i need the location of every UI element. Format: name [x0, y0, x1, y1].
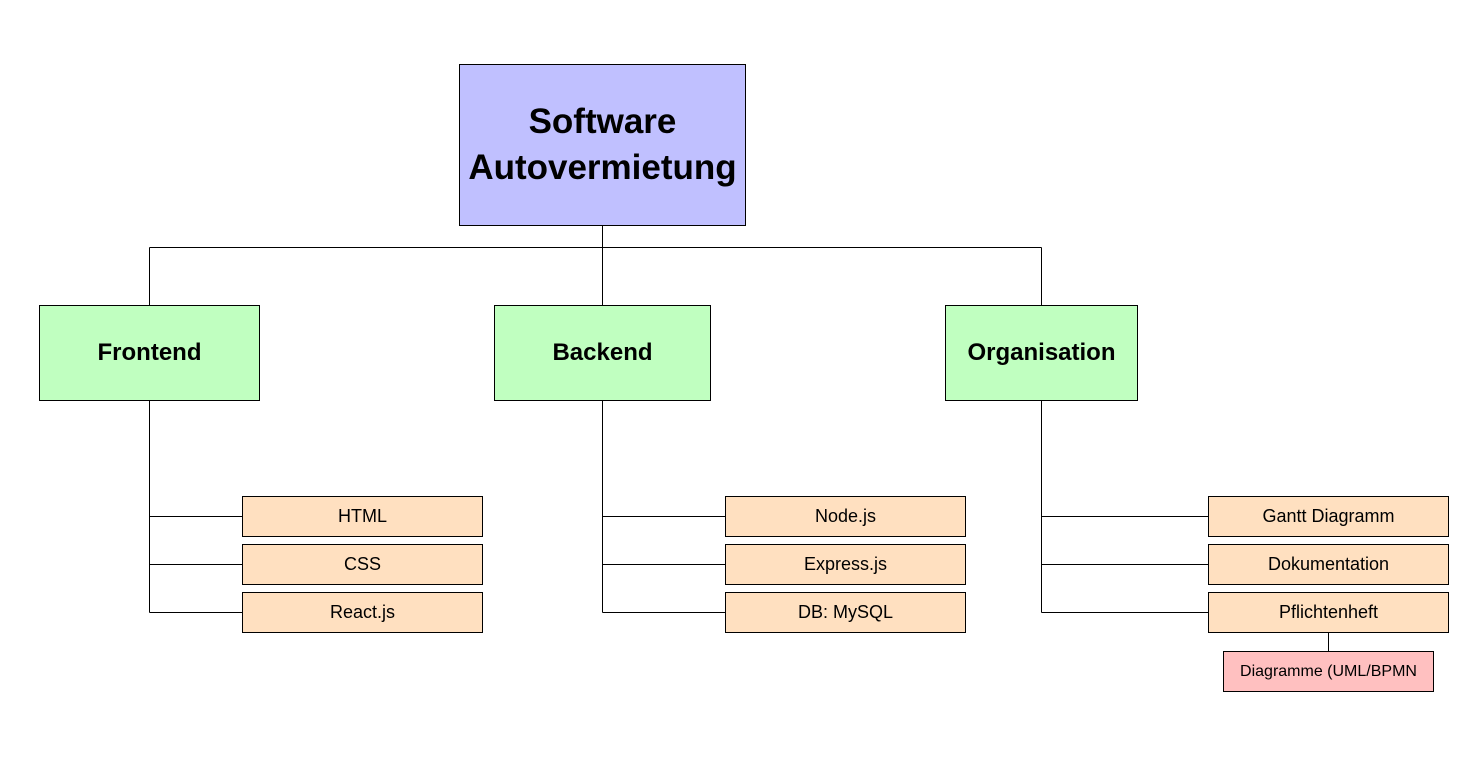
leaf-nodejs: Node.js — [725, 496, 966, 537]
leaf-nodejs-label: Node.js — [814, 506, 877, 526]
leaf-expressjs: Express.js — [725, 544, 966, 585]
leaf-mysql-label: DB: MySQL — [797, 602, 894, 622]
category-frontend-label: Frontend — [97, 339, 202, 366]
category-frontend: Frontend — [39, 305, 260, 401]
leaf-html: HTML — [242, 496, 483, 537]
subleaf-diagramme-label: Diagramme (UML/BPMN — [1240, 662, 1417, 680]
leaf-html-label: HTML — [338, 506, 387, 526]
leaf-css: CSS — [242, 544, 483, 585]
root-node: Software Autovermietung — [459, 64, 746, 226]
leaf-gantt-label: Gantt Diagramm — [1262, 506, 1395, 526]
root-title-line1: Software — [528, 102, 677, 141]
leaf-dokumentation-label: Dokumentation — [1267, 554, 1390, 574]
leaf-dokumentation: Dokumentation — [1208, 544, 1449, 585]
subleaf-diagramme: Diagramme (UML/BPMN — [1223, 651, 1434, 692]
leaf-pflichtenheft: Pflichtenheft — [1208, 592, 1449, 633]
leaf-mysql: DB: MySQL — [725, 592, 966, 633]
category-organisation: Organisation — [945, 305, 1138, 401]
leaf-react: React.js — [242, 592, 483, 633]
leaf-css-label: CSS — [343, 554, 381, 574]
leaf-react-label: React.js — [329, 602, 396, 622]
category-organisation-label: Organisation — [967, 339, 1116, 366]
category-backend-label: Backend — [552, 339, 653, 366]
leaf-gantt: Gantt Diagramm — [1208, 496, 1449, 537]
root-title-line2: Autovermietung — [468, 148, 737, 187]
leaf-expressjs-label: Express.js — [803, 554, 888, 574]
leaf-pflichtenheft-label: Pflichtenheft — [1278, 602, 1379, 622]
category-backend: Backend — [494, 305, 711, 401]
